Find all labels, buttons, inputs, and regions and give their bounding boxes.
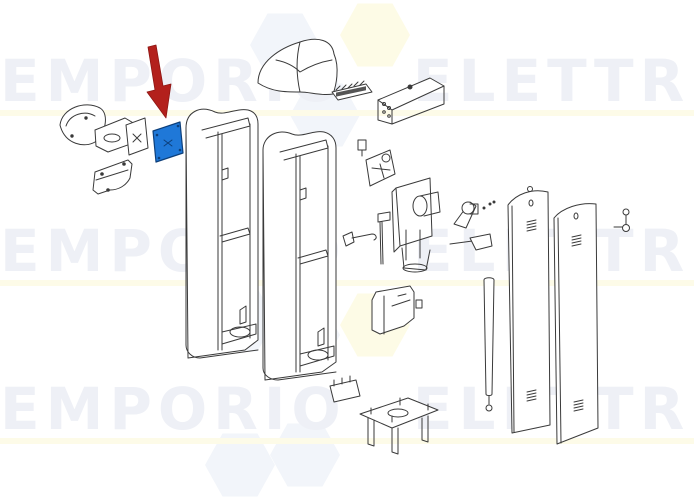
anchoring-base-plate [359,397,439,455]
terminal-board [331,80,373,101]
limit-switch [357,139,367,157]
watermark-text: EMPORIO [0,375,347,443]
watermark-row-3: EMPORIO ELETTRICO [0,380,694,438]
arm-flange-plate [125,117,149,156]
release-key-assembly [342,231,377,247]
lock [613,208,630,232]
balancing-spring [483,277,495,412]
transformer [371,285,423,335]
watermark-band [0,438,694,444]
shaft-lever [449,233,493,251]
lever-arm [453,200,496,229]
barrier-cabinet-housing-1 [185,108,259,359]
gearmotor [391,177,441,273]
watermark-text: ELETTRICO [412,375,694,443]
barrier-cabinet-housing-2 [262,131,337,381]
watermark-text: ELETTRICO [412,47,694,115]
red-arrow-indicator [146,44,172,119]
watermark-band [0,110,694,116]
arm-clamp-bracket [92,159,133,195]
highlighted-mounting-plate[interactable] [152,121,184,163]
top-cover [257,38,338,96]
door-panel-2 [553,203,599,445]
terminal-block [329,375,361,403]
arm-holder-bracket [59,104,137,153]
control-unit-box [377,77,445,125]
watermark-text: ELETTRICO [412,217,694,285]
door-panel-1 [507,186,551,434]
watermark-band [0,280,694,286]
release-rod [377,211,391,265]
limit-switch-plate [365,149,396,187]
